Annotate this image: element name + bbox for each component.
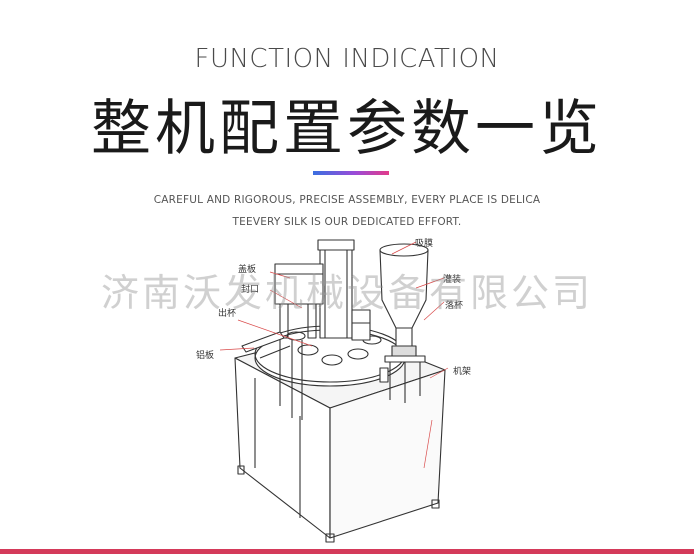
cn-title: 整机配置参数一览 bbox=[91, 94, 603, 164]
label-film: 吸膜 bbox=[415, 239, 434, 249]
machine-diagram bbox=[219, 239, 449, 543]
label-cup-out: 出杯 bbox=[218, 309, 237, 319]
label-frame: 机架 bbox=[453, 367, 472, 377]
label-drop-cup: 落杯 bbox=[445, 301, 464, 311]
bottom-bar bbox=[0, 549, 694, 554]
tagline-line-1: CAREFUL AND RIGOROUS, PRECISE ASSEMBLY, … bbox=[153, 194, 541, 206]
label-aluminum: 铝板 bbox=[196, 351, 215, 361]
label-cup-bin: 盖板 bbox=[238, 265, 257, 275]
en-title: FUNCTION INDICATION bbox=[194, 44, 500, 74]
accent-line bbox=[313, 171, 389, 175]
label-seal: 封口 bbox=[241, 285, 260, 295]
tagline-line-2: TEEVERY SILK IS OUR DEDICATED EFFORT. bbox=[232, 216, 462, 228]
filling-hopper bbox=[379, 249, 429, 329]
label-press: 灌装 bbox=[443, 275, 462, 285]
